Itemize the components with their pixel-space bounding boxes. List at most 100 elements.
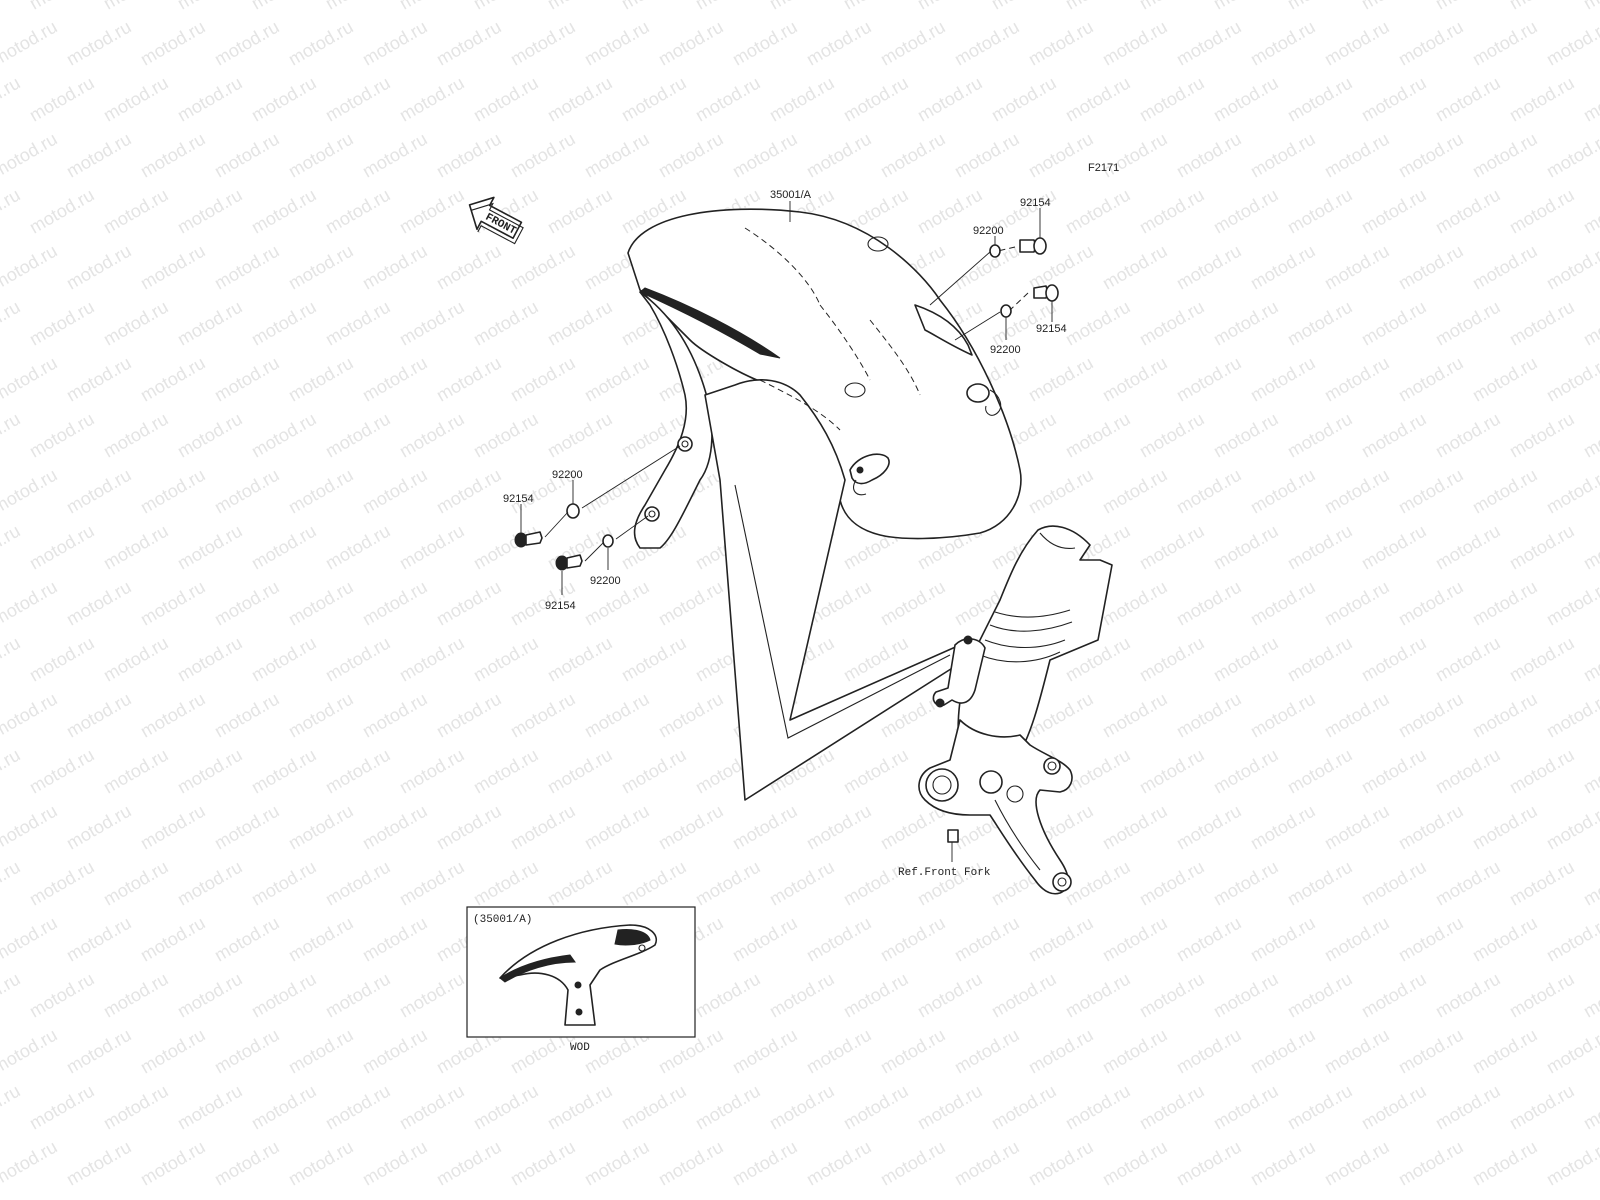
watermark-text: motod.ru: [1321, 129, 1393, 182]
watermark-text: motod.ru: [507, 353, 579, 406]
watermark-text: motod.ru: [1025, 1025, 1097, 1078]
watermark-text: motod.ru: [0, 521, 24, 574]
watermark-text: motod.ru: [1173, 17, 1245, 70]
watermark-text: motod.ru: [877, 129, 949, 182]
watermark-text: motod.ru: [1062, 73, 1134, 126]
watermark-text: motod.ru: [803, 1025, 875, 1078]
watermark-text: motod.ru: [174, 857, 246, 910]
watermark-text: motod.ru: [840, 857, 912, 910]
watermark-text: motod.ru: [248, 745, 320, 798]
watermark-text: motod.ru: [1173, 1025, 1245, 1078]
watermark-text: motod.ru: [1580, 857, 1600, 910]
watermark-text: motod.ru: [396, 409, 468, 462]
watermark-text: motod.ru: [359, 577, 431, 630]
watermark-text: motod.ru: [63, 689, 135, 742]
watermark-text: motod.ru: [1173, 1137, 1245, 1190]
watermark-text: motod.ru: [359, 353, 431, 406]
inset-variant: (35001/A) WOD: [466, 906, 696, 1054]
watermark-text: motod.ru: [0, 409, 24, 462]
watermark-text: motod.ru: [1247, 353, 1319, 406]
watermark-text: motod.ru: [248, 857, 320, 910]
label-washer-top-right: 92200: [973, 225, 1004, 237]
watermark-text: motod.ru: [618, 0, 690, 13]
watermark-text: motod.ru: [1247, 241, 1319, 294]
watermark-text: motod.ru: [100, 185, 172, 238]
watermark-text: motod.ru: [1210, 745, 1282, 798]
watermark-text: motod.ru: [1136, 185, 1208, 238]
watermark-text: motod.ru: [63, 1137, 135, 1190]
watermark-text: motod.ru: [507, 17, 579, 70]
watermark-text: motod.ru: [507, 1137, 579, 1190]
label-bolt-left-lower: 92154: [545, 600, 576, 612]
washer-mid-right: [1000, 304, 1012, 318]
watermark-text: motod.ru: [951, 1025, 1023, 1078]
watermark-text: motod.ru: [1358, 0, 1430, 13]
watermark-text: motod.ru: [248, 73, 320, 126]
watermark-text: motod.ru: [1358, 633, 1430, 686]
watermark-text: motod.ru: [507, 241, 579, 294]
watermark-text: motod.ru: [877, 17, 949, 70]
watermark-text: motod.ru: [1321, 17, 1393, 70]
watermark-text: motod.ru: [211, 353, 283, 406]
watermark-text: motod.ru: [359, 1137, 431, 1190]
watermark-text: motod.ru: [1432, 0, 1504, 13]
watermark-text: motod.ru: [137, 801, 209, 854]
watermark-text: motod.ru: [1543, 801, 1600, 854]
watermark-text: motod.ru: [285, 1025, 357, 1078]
watermark-text: motod.ru: [100, 745, 172, 798]
watermark-text: motod.ru: [211, 689, 283, 742]
watermark-text: motod.ru: [988, 969, 1060, 1022]
watermark-text: motod.ru: [0, 353, 61, 406]
watermark-text: motod.ru: [359, 689, 431, 742]
watermark-text: motod.ru: [1432, 1081, 1504, 1134]
watermark-text: motod.ru: [692, 969, 764, 1022]
watermark-text: motod.ru: [1580, 745, 1600, 798]
watermark-text: motod.ru: [470, 0, 542, 13]
watermark-text: motod.ru: [211, 17, 283, 70]
washer-left-upper: [566, 503, 580, 519]
watermark-text: motod.ru: [1284, 409, 1356, 462]
watermark-text: motod.ru: [1432, 409, 1504, 462]
watermark-text: motod.ru: [285, 689, 357, 742]
watermark-text: motod.ru: [174, 185, 246, 238]
watermark-text: motod.ru: [1136, 633, 1208, 686]
watermark-text: motod.ru: [322, 409, 394, 462]
watermark-text: motod.ru: [1173, 129, 1245, 182]
watermark-text: motod.ru: [63, 577, 135, 630]
watermark-text: motod.ru: [507, 689, 579, 742]
watermark-text: motod.ru: [0, 185, 24, 238]
watermark-text: motod.ru: [544, 857, 616, 910]
watermark-text: motod.ru: [1247, 801, 1319, 854]
watermark-text: motod.ru: [0, 1025, 61, 1078]
watermark-text: motod.ru: [1173, 689, 1245, 742]
watermark-text: motod.ru: [285, 801, 357, 854]
watermark-text: motod.ru: [914, 1081, 986, 1134]
watermark-text: motod.ru: [655, 577, 727, 630]
watermark-text: motod.ru: [692, 857, 764, 910]
watermark-text: motod.ru: [174, 745, 246, 798]
watermark-text: motod.ru: [1358, 857, 1430, 910]
watermark-text: motod.ru: [877, 1025, 949, 1078]
watermark-text: motod.ru: [285, 465, 357, 518]
watermark-text: motod.ru: [1136, 0, 1208, 13]
watermark-text: motod.ru: [1210, 857, 1282, 910]
watermark-text: motod.ru: [951, 1137, 1023, 1190]
watermark-text: motod.ru: [803, 17, 875, 70]
watermark-text: motod.ru: [581, 353, 653, 406]
watermark-text: motod.ru: [100, 297, 172, 350]
bolt-left-lower: [555, 554, 583, 571]
watermark-text: motod.ru: [1284, 73, 1356, 126]
watermark-text: motod.ru: [1506, 0, 1578, 13]
watermark-text: motod.ru: [248, 1081, 320, 1134]
watermark-text: motod.ru: [1284, 633, 1356, 686]
watermark-text: motod.ru: [0, 1137, 61, 1190]
watermark-text: motod.ru: [1173, 913, 1245, 966]
watermark-text: motod.ru: [766, 1081, 838, 1134]
watermark-text: motod.ru: [1395, 1025, 1467, 1078]
watermark-text: motod.ru: [1025, 465, 1097, 518]
watermark-text: motod.ru: [1284, 297, 1356, 350]
watermark-text: motod.ru: [1543, 689, 1600, 742]
watermark-text: motod.ru: [1506, 745, 1578, 798]
watermark-text: motod.ru: [877, 1137, 949, 1190]
watermark-text: motod.ru: [174, 1081, 246, 1134]
